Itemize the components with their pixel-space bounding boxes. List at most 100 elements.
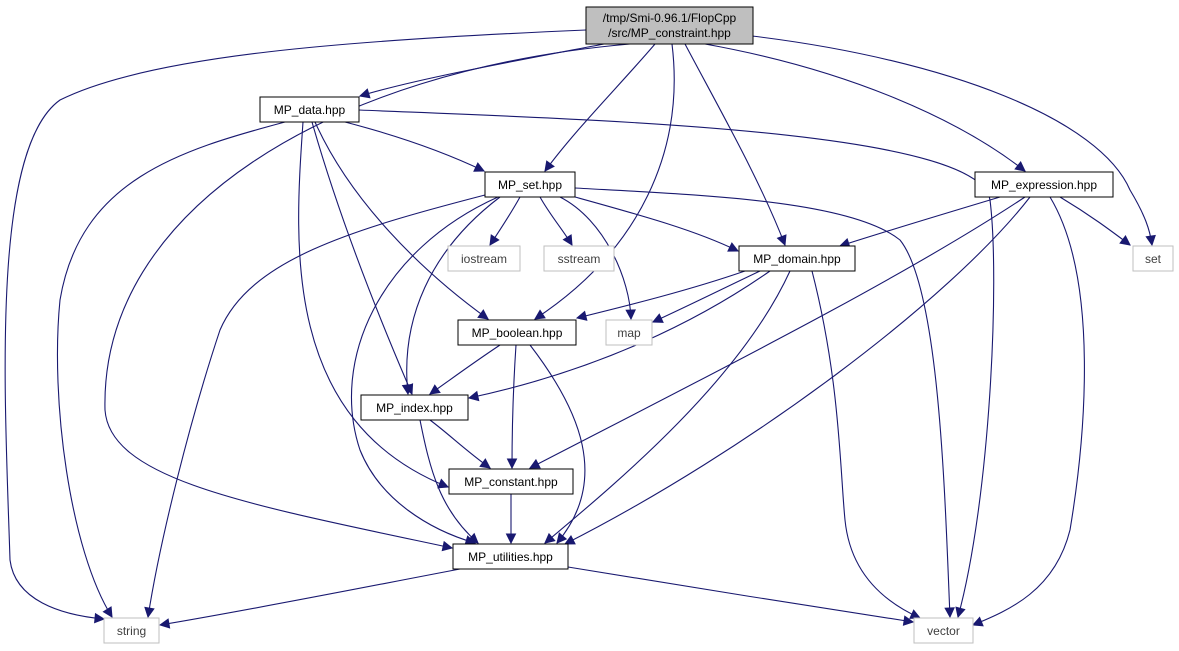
arrowhead-icon [429, 384, 441, 395]
edge-line [359, 43, 605, 97]
edge-line [529, 344, 586, 544]
edge-line [344, 121, 485, 172]
edge-line [567, 566, 914, 623]
arrowhead-icon [479, 458, 491, 469]
edge-mp-set-to-mp-index [401, 196, 501, 396]
edge-line [574, 196, 739, 252]
edge-line [544, 43, 656, 172]
edge-mp-utilities-to-string [158, 568, 461, 629]
edge-root-to-mp-utilities [104, 43, 631, 552]
node-mp-constant[interactable]: MP_constant.hpp [448, 468, 574, 495]
arrowhead-icon [727, 242, 740, 252]
arrowhead-icon [575, 310, 588, 321]
arrowhead-icon [544, 532, 556, 544]
arrowhead-icon [625, 309, 636, 321]
node-label: set [1145, 252, 1162, 266]
edge-mp-expression-to-mp-domain [838, 196, 1001, 249]
node-label: MP_utilities.hpp [468, 550, 553, 564]
node-map[interactable]: map [605, 319, 653, 346]
arrowhead-icon [909, 609, 922, 619]
arrowhead-icon [564, 534, 576, 545]
node-vector[interactable]: vector [913, 617, 974, 644]
edge-line [419, 419, 479, 544]
edge-mp-data-to-vector [358, 109, 995, 619]
arrowhead-icon [1119, 235, 1131, 246]
node-mp-index[interactable]: MP_index.hpp [360, 394, 469, 421]
edge-root-to-string [4, 29, 587, 624]
edge-line [811, 270, 921, 619]
dependency-edges [4, 29, 1156, 629]
node-set[interactable]: set [1132, 245, 1174, 272]
edge-line [511, 344, 517, 469]
edge-mp-utilities-to-vector [567, 566, 915, 626]
edge-line [429, 419, 491, 469]
arrowhead-icon [562, 234, 573, 246]
edge-line [684, 43, 786, 246]
edge-line [358, 109, 995, 618]
arrowhead-icon [944, 607, 955, 619]
node-mp-utilities[interactable]: MP_utilities.hpp [452, 543, 569, 570]
node-label: MP_index.hpp [376, 401, 453, 415]
arrowhead-icon [467, 532, 479, 544]
arrowhead-icon [902, 615, 915, 626]
edge-root-to-mp-domain [684, 43, 787, 247]
arrowhead-icon [102, 606, 113, 618]
node-mp-expression[interactable]: MP_expression.hpp [974, 171, 1114, 198]
arrowhead-icon [776, 234, 787, 247]
node-mp-data[interactable]: MP_data.hpp [259, 96, 360, 123]
edge-line [564, 196, 1031, 545]
arrowhead-icon [158, 618, 171, 629]
arrowhead-icon [144, 606, 155, 619]
edge-mp-boolean-to-mp-index [429, 344, 501, 395]
arrowhead-icon [467, 390, 480, 402]
edge-line [544, 270, 791, 544]
arrowhead-icon [437, 478, 450, 489]
edge-root-to-mp-boolean [534, 43, 675, 320]
node-sstream[interactable]: sstream [543, 245, 615, 272]
edge-line [534, 43, 675, 320]
edge-line [298, 121, 449, 488]
edge-mp-set-to-iostream [489, 196, 521, 246]
arrowhead-icon [1014, 160, 1026, 172]
arrowhead-icon [544, 160, 555, 172]
node-label: iostream [461, 252, 507, 266]
node-string[interactable]: string [103, 617, 160, 644]
edge-mp-expression-to-set [1059, 196, 1131, 246]
arrowhead-icon [441, 540, 454, 552]
edge-line [147, 194, 486, 618]
edge-mp-domain-to-mp-boolean [575, 270, 746, 321]
edge-mp-boolean-to-mp-utilities [529, 344, 586, 544]
arrowhead-icon [505, 533, 517, 545]
edge-root-to-set [751, 35, 1156, 247]
arrowhead-icon [556, 532, 568, 544]
node-label: sstream [558, 252, 601, 266]
edge-line [4, 29, 587, 620]
edge-mp-data-to-mp-index [311, 121, 414, 396]
root-path-line1: /tmp/Smi-0.96.1/FlopCpp [603, 11, 737, 25]
edge-line [104, 43, 631, 549]
arrowhead-icon [651, 313, 664, 323]
edge-mp-boolean-to-mp-constant [506, 344, 518, 470]
node-mp-boolean[interactable]: MP_boolean.hpp [457, 319, 577, 346]
arrowhead-icon [534, 309, 546, 320]
edge-mp-data-to-mp-constant [298, 121, 450, 489]
node-mp-set[interactable]: MP_set.hpp [484, 171, 576, 198]
edge-root-to-mp-expression [704, 43, 1026, 172]
node-mp-constraint-root[interactable]: /tmp/Smi-0.96.1/FlopCpp /src/MP_constrai… [585, 6, 754, 45]
edge-mp-domain-to-map [651, 270, 761, 323]
node-mp-domain[interactable]: MP_domain.hpp [738, 245, 856, 272]
node-label: map [617, 326, 641, 340]
edge-line [704, 43, 1026, 172]
node-label: MP_constant.hpp [464, 475, 558, 489]
edge-mp-set-to-sstream [539, 196, 573, 246]
node-label: MP_set.hpp [498, 178, 562, 192]
node-label: string [117, 624, 146, 638]
edge-line [652, 270, 761, 323]
edge-mp-data-to-mp-boolean [314, 121, 489, 320]
node-iostream[interactable]: iostream [447, 245, 521, 272]
edge-mp-domain-to-vector [811, 270, 922, 619]
edge-mp-data-to-mp-set [344, 121, 486, 172]
edge-mp-domain-to-mp-utilities [544, 270, 791, 544]
node-label: MP_boolean.hpp [472, 326, 563, 340]
